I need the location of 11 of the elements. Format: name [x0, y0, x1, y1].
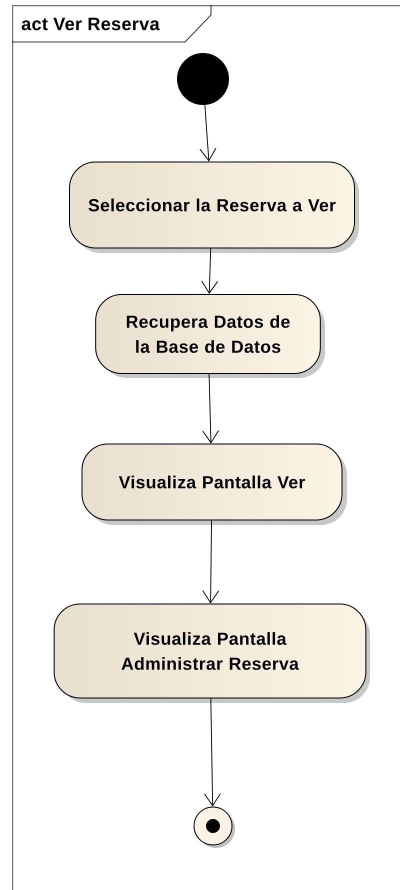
action-box: Visualiza Pantalla Administrar Reserva [54, 604, 370, 703]
arrow [200, 104, 216, 162]
arrow [204, 698, 221, 806]
action-box: Recupera Datos de la Base de Datos [95, 294, 325, 378]
arrow [201, 248, 218, 294]
action-box: Seleccionar la Reserva a Ver [69, 162, 359, 253]
start-node [177, 53, 229, 105]
action-box: Visualiza Pantalla Ver [82, 444, 347, 525]
arrow [202, 374, 220, 444]
end-node [194, 806, 235, 848]
arrow [202, 520, 220, 604]
